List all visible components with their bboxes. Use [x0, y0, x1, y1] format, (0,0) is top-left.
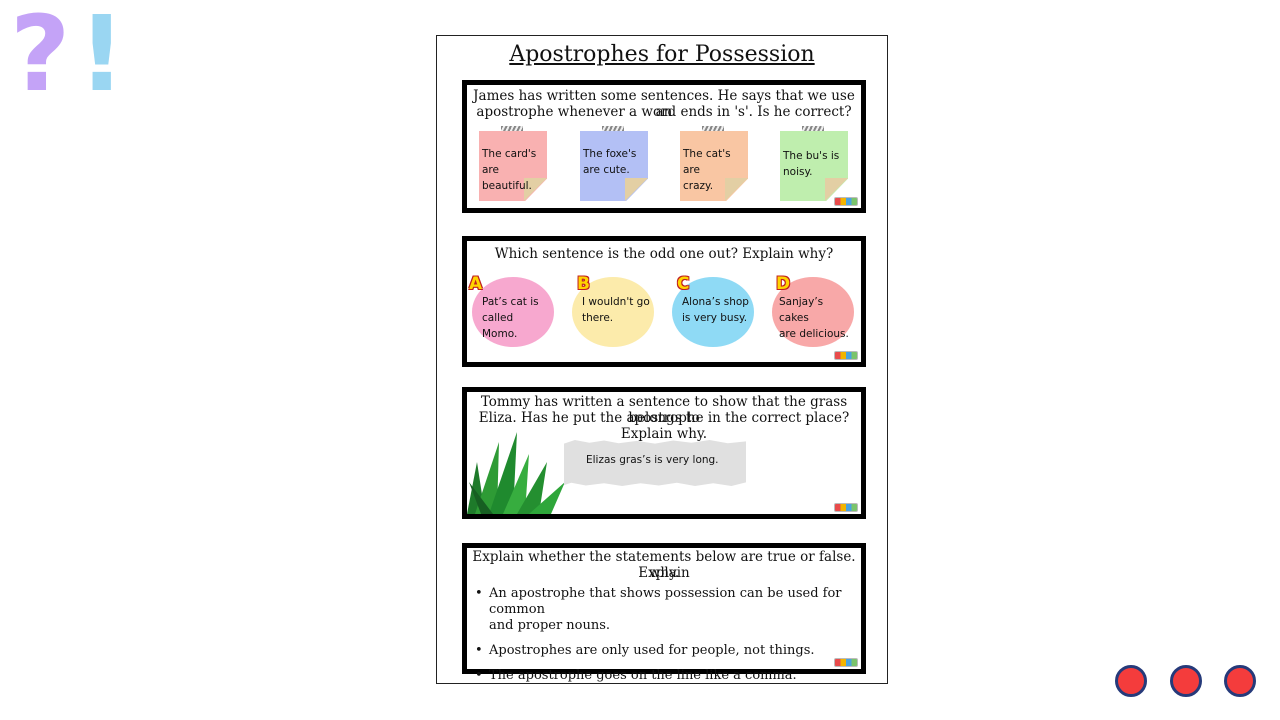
worksheet: Apostrophes for Possession James has wri… [436, 35, 888, 684]
nav-dot-icon[interactable] [1224, 665, 1256, 697]
exclamation-mark-icon: ! [78, 0, 126, 115]
brand-logo-icon [834, 658, 858, 667]
option-bubble: Sanjay’s cakes are delicious. [772, 277, 854, 347]
note-text-line-1: The card's [482, 148, 537, 160]
note-text-line-2: crazy. [683, 180, 714, 192]
question-box-1: James has written some sentences. He say… [462, 80, 866, 213]
sticky-note: The cat's are crazy. [680, 126, 748, 201]
brand-logo-icon [834, 197, 858, 206]
tape-icon [501, 126, 523, 134]
tape-icon [802, 126, 824, 134]
statement-line-1: Apostrophes are only used for people, no… [489, 643, 815, 658]
option-bubble: I wouldn't go there. [572, 277, 654, 347]
question-mark-icon: ? [10, 0, 71, 115]
question-1-line-1: James has written some sentences. He say… [473, 88, 855, 120]
question-box-2: Which sentence is the odd one out? Expla… [462, 236, 866, 367]
nav-dot-icon[interactable] [1115, 665, 1147, 697]
option-letter-badge: C [677, 274, 690, 294]
sticky-note: The card's are beautiful. [479, 126, 547, 201]
sticky-note: The foxe's are cute. [580, 126, 648, 201]
worksheet-title: Apostrophes for Possession [509, 42, 815, 67]
option-letter-badge: B [577, 274, 590, 294]
question-3-line-2: Eliza. Has he put the apostrophe in the … [478, 410, 850, 442]
tape-icon [702, 126, 724, 134]
sentence-text: Elizas gras’s is very long. [586, 454, 719, 466]
statement-item: The apostrophe goes on the line like a c… [475, 668, 861, 684]
question-2-prompt: Which sentence is the odd one out? Expla… [494, 246, 834, 262]
note-text-line-2: are cute. [583, 164, 630, 176]
option-text-line-1: I wouldn't go [582, 296, 650, 308]
question-box-4: Explain whether the statements below are… [462, 543, 866, 684]
statement-line-2: and proper nouns. [489, 618, 611, 633]
statement-item: An apostrophe that shows possession can … [475, 586, 861, 634]
question-3-line-1: Tommy has written a sentence to show tha… [480, 394, 848, 426]
option-bubble: Alona’s shop is very busy. [672, 277, 754, 347]
question-box-3: Tommy has written a sentence to show tha… [462, 387, 866, 519]
question-4-line-1: Explain whether the statements below are… [472, 549, 856, 581]
option-letter-badge: D [776, 274, 791, 294]
brand-logo-icon [834, 503, 858, 512]
note-text-line-1: The bu's is [783, 150, 840, 162]
option-text-line-2: are delicious. [779, 328, 849, 340]
option-text-line-1: Sanjay’s cakes [779, 296, 824, 324]
option-letter-badge: A [469, 274, 483, 294]
option-text-line-1: Alona’s shop [682, 296, 749, 308]
question-4-line-2: why. [648, 565, 680, 581]
note-text-line-1: The cat's are [683, 148, 731, 176]
tape-icon [602, 126, 624, 134]
nav-dot-icon[interactable] [1170, 665, 1202, 697]
option-text-line-1: Pat’s cat is [482, 296, 539, 308]
option-bubble: Pat’s cat is called Momo. [472, 277, 554, 347]
note-text-line-1: The foxe's [583, 148, 637, 160]
note-text-line-2: noisy. [783, 166, 813, 178]
statement-line-1: The apostrophe goes on the line like a c… [489, 668, 797, 683]
option-text-line-2: there. [582, 312, 614, 324]
option-text-line-2: is very busy. [682, 312, 748, 324]
option-text-line-2: called Momo. [482, 312, 518, 340]
question-1-line-2: apostrophe whenever a word ends in 's'. … [476, 104, 852, 120]
grass-icon [467, 432, 565, 514]
statement-list: An apostrophe that shows possession can … [475, 586, 861, 693]
statement-item: Apostrophes are only used for people, no… [475, 643, 861, 659]
note-text-line-2: are beautiful. [482, 164, 532, 192]
sentence-paper-strip: Elizas gras’s is very long. [564, 440, 746, 486]
sticky-note: The bu's is noisy. [780, 126, 848, 201]
brand-logo-icon [834, 351, 858, 360]
statement-line-1: An apostrophe that shows possession can … [489, 586, 842, 617]
